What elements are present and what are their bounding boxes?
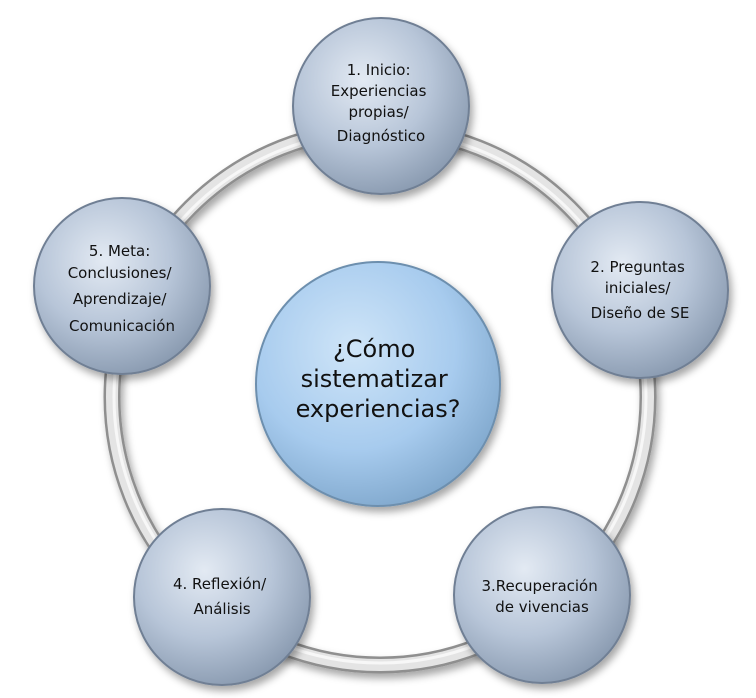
step-line: iniciales/ bbox=[605, 279, 672, 297]
step-line: 3.Recuperación bbox=[481, 577, 597, 595]
step-line: 5. Meta: bbox=[89, 242, 150, 260]
step-5-meta: 5. Meta: Conclusiones/ Aprendizaje/ Comu… bbox=[33, 197, 211, 375]
step-5-label: 5. Meta: Conclusiones/ Aprendizaje/ Comu… bbox=[68, 242, 177, 335]
step-1-label: 1. Inicio: Experiencias propias/ Diagnós… bbox=[331, 61, 431, 145]
step-line: Diseño de SE bbox=[591, 304, 690, 322]
step-line: Conclusiones/ bbox=[68, 264, 173, 282]
step-1-inicio: 1. Inicio: Experiencias propias/ Diagnós… bbox=[292, 17, 470, 195]
step-line: de vivencias bbox=[495, 598, 589, 616]
center-question: ¿Cómo sistematizar experiencias? bbox=[296, 335, 461, 423]
step-3-recuperacion: 3.Recuperación de vivencias bbox=[453, 506, 631, 684]
step-2-label: 2. Preguntas iniciales/ Diseño de SE bbox=[590, 258, 689, 322]
step-line: Aprendizaje/ bbox=[73, 290, 168, 308]
center-node: ¿Cómo sistematizar experiencias? bbox=[255, 261, 501, 507]
step-line: Análisis bbox=[193, 600, 250, 618]
step-line: Comunicación bbox=[69, 317, 175, 335]
step-line: Diagnóstico bbox=[337, 127, 425, 145]
step-line: 1. Inicio: bbox=[347, 61, 411, 79]
center-line: sistematizar bbox=[301, 365, 448, 393]
step-line: Experiencias bbox=[331, 82, 427, 100]
step-4-reflexion: 4. Reflexión/ Análisis bbox=[133, 508, 311, 686]
step-3-label: 3.Recuperación de vivencias bbox=[481, 577, 602, 616]
center-line: ¿Cómo bbox=[333, 335, 415, 363]
step-2-preguntas: 2. Preguntas iniciales/ Diseño de SE bbox=[551, 201, 729, 379]
step-line: propias/ bbox=[348, 103, 409, 121]
step-4-label: 4. Reflexión/ Análisis bbox=[173, 575, 271, 618]
center-line: experiencias? bbox=[296, 395, 461, 423]
step-line: 2. Preguntas bbox=[590, 258, 685, 276]
step-line: 4. Reflexión/ bbox=[173, 575, 267, 593]
